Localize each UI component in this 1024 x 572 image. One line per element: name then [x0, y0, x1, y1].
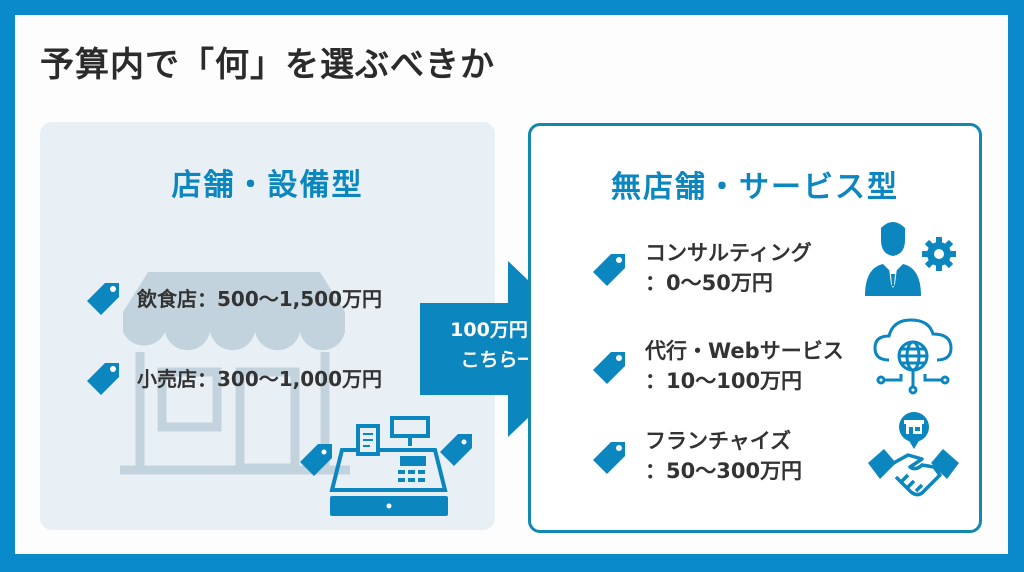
- item-label: 小売店：300〜1,000万円: [137, 366, 383, 391]
- infographic-canvas: 予算内で「何」を選ぶべきか 店舗・設備型 飲食店：500〜1,500万円: [15, 15, 1008, 554]
- price-tag-icon: [593, 442, 625, 474]
- list-item: 代行・Webサービス ：10〜100万円: [591, 336, 844, 396]
- item-range: ：10〜100万円: [645, 369, 803, 393]
- price-tag-icon: [593, 352, 625, 384]
- list-item: フランチャイズ ：50〜300万円: [591, 426, 802, 486]
- item-range: ：0〜50万円: [645, 271, 773, 295]
- store-equipment-panel: 店舗・設備型 飲食店：500〜1,500万円 小売店：300〜1,000万円: [40, 122, 495, 530]
- cloud-globe-network-icon: [873, 318, 953, 395]
- page-title: 予算内で「何」を選ぶべきか: [40, 45, 495, 85]
- list-item: 飲食店：500〜1,500万円: [85, 277, 382, 317]
- handshake-store-icon: [868, 412, 959, 497]
- list-item: 小売店：300〜1,000万円: [85, 357, 382, 397]
- item-name: 代行・Webサービス: [645, 339, 844, 363]
- businessman-gear-icon: [865, 222, 956, 296]
- item-name: コンサルティング: [645, 241, 812, 265]
- price-tag-icon: [87, 283, 119, 315]
- arrow-icon: [420, 261, 600, 437]
- cash-register-icon: [300, 416, 472, 516]
- price-tag-icon: [593, 254, 625, 286]
- item-label: 飲食店：500〜1,500万円: [137, 286, 383, 311]
- price-tag-icon: [87, 363, 119, 395]
- left-panel-heading: 店舗・設備型: [171, 168, 364, 203]
- non-store-service-panel: 無店舗・サービス型 コンサルティング ：0〜50万円 代行・Webサービス ：1…: [528, 123, 982, 533]
- right-panel-heading: 無店舗・サービス型: [611, 170, 899, 205]
- item-range: ：50〜300万円: [645, 459, 803, 483]
- item-name: フランチャイズ: [645, 429, 792, 453]
- list-item: コンサルティング ：0〜50万円: [591, 238, 812, 298]
